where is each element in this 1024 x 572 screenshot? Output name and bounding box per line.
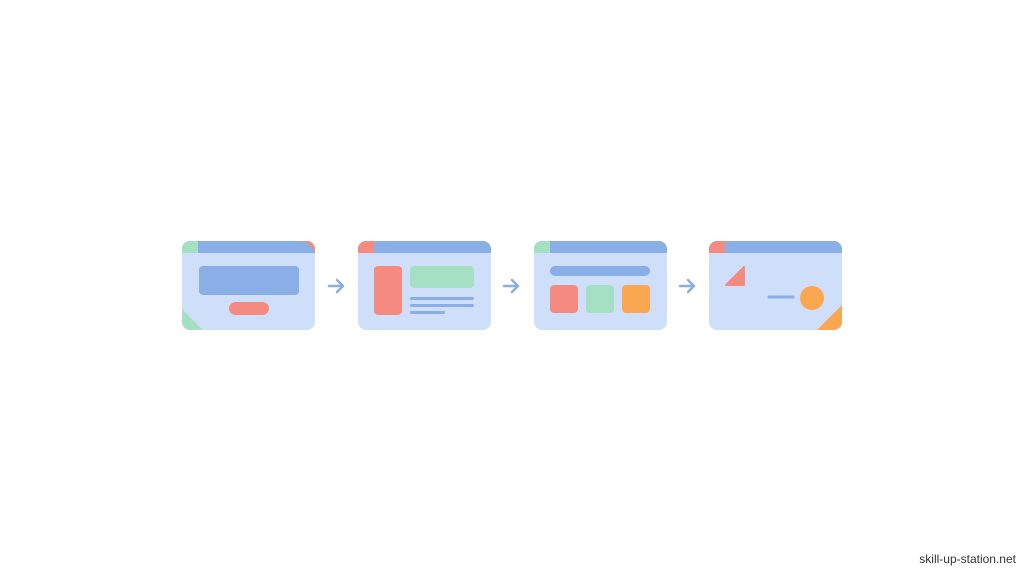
feature-tile-green <box>586 285 614 313</box>
window-title-bar <box>358 241 491 253</box>
window-card-4 <box>709 241 842 330</box>
corner-decor <box>182 241 315 330</box>
corner-accent-red <box>709 241 725 253</box>
text-line-1 <box>410 297 474 300</box>
cta-button-shape <box>229 302 269 315</box>
window-title-bar <box>534 241 667 253</box>
corner-triangle-orange <box>817 305 842 330</box>
text-line-2 <box>410 304 474 307</box>
heading-block <box>410 266 474 288</box>
triangle-shape <box>725 266 745 286</box>
header-strip-block <box>550 266 650 276</box>
window-title-bar <box>709 241 842 253</box>
circle-shape <box>800 286 824 310</box>
text-line-3 <box>410 311 445 314</box>
corner-accent-red <box>299 241 315 255</box>
feature-tile-orange <box>622 285 650 313</box>
watermark-text: skill-up-station.net <box>919 552 1016 566</box>
feature-tile-red <box>550 285 578 313</box>
right-arrow-icon <box>502 278 520 294</box>
window-card-2 <box>358 241 491 330</box>
window-card-1 <box>182 241 315 330</box>
corner-accent-green <box>534 241 550 253</box>
window-title-bar <box>182 241 315 253</box>
corner-triangle-green <box>182 309 203 330</box>
hero-banner-block <box>199 266 299 295</box>
corner-accent-red <box>358 241 374 253</box>
right-arrow-icon <box>678 278 696 294</box>
right-arrow-icon <box>327 278 345 294</box>
window-card-3 <box>534 241 667 330</box>
corner-accent-green <box>182 241 198 253</box>
interactive-elements-drawing <box>725 266 842 330</box>
image-block <box>374 266 402 315</box>
